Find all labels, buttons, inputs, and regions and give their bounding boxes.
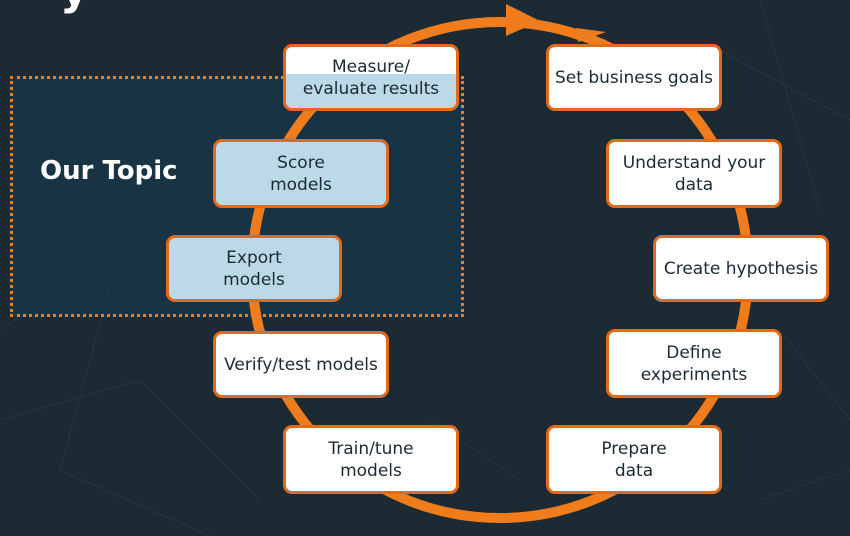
cycle-arrow-head-top bbox=[506, 4, 540, 36]
step-label: Prepare data bbox=[601, 438, 667, 481]
step-understand-your-data: Understand your data bbox=[606, 139, 782, 208]
step-score-models: Score models bbox=[213, 139, 389, 208]
step-label: Measure/ evaluate results bbox=[302, 56, 440, 99]
step-verify-test-models: Verify/test models bbox=[213, 331, 389, 398]
step-define-experiments: Define experiments bbox=[606, 329, 782, 398]
step-export-models: Export models bbox=[166, 235, 342, 302]
step-label: Understand your data bbox=[622, 152, 766, 195]
step-label: Set business goals bbox=[555, 67, 714, 88]
our-topic-label: Our Topic bbox=[40, 156, 178, 186]
step-label: Export models bbox=[223, 247, 285, 290]
slide-title-fragment: y bbox=[60, 0, 90, 15]
step-measure-evaluate-results: Measure/ evaluate results bbox=[283, 44, 459, 111]
step-label: Create hypothesis bbox=[663, 258, 819, 279]
step-train-tune-models: Train/tune models bbox=[283, 425, 459, 494]
step-label: Verify/test models bbox=[224, 354, 378, 375]
step-label: Train/tune models bbox=[328, 438, 414, 481]
cycle-arrow-head-top-right bbox=[576, 28, 606, 42]
step-set-business-goals: Set business goals bbox=[546, 44, 722, 111]
step-label: Score models bbox=[270, 152, 332, 195]
step-prepare-data: Prepare data bbox=[546, 425, 722, 494]
step-label: Define experiments bbox=[640, 342, 748, 385]
step-create-hypothesis: Create hypothesis bbox=[653, 235, 829, 302]
